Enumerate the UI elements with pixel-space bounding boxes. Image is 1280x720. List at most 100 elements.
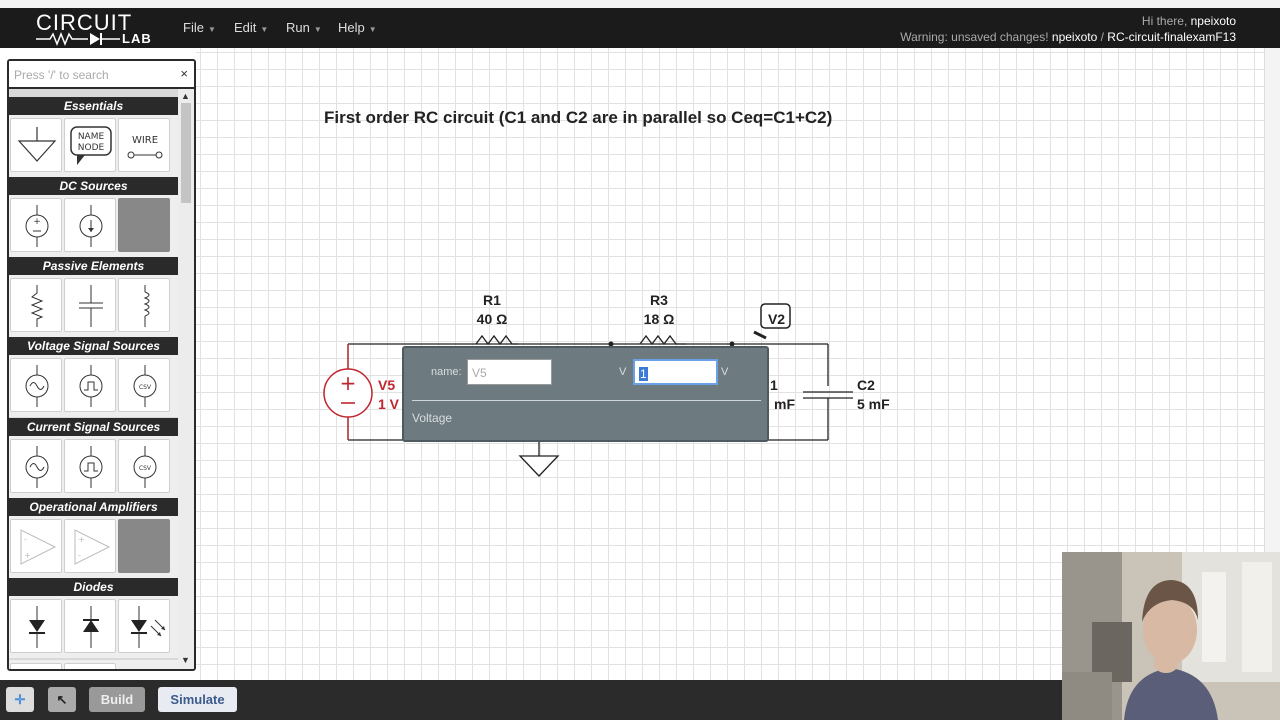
scrollbar-thumb[interactable] <box>181 103 191 203</box>
owner-link[interactable]: npeixoto <box>1051 30 1098 44</box>
ground-icon[interactable] <box>10 118 62 172</box>
menu-run-label: Run <box>286 20 310 35</box>
simulate-button[interactable]: Simulate <box>158 687 237 712</box>
path-separator: / <box>1100 30 1104 44</box>
value-prefix-label: V <box>619 366 627 378</box>
v5-value[interactable]: 1 V <box>378 396 400 412</box>
search-input[interactable]: Press '/' to search <box>14 68 109 82</box>
category-title: Current Signal Sources <box>9 418 178 436</box>
category-row-passive <box>9 275 178 337</box>
category-title: Essentials <box>9 97 178 115</box>
opamp-alt-icon[interactable]: +- <box>64 519 116 573</box>
sine-current-source-icon[interactable] <box>10 439 62 493</box>
menu-edit[interactable]: Edit▼ <box>234 20 268 35</box>
probe-v2-label[interactable]: V2 <box>767 311 786 327</box>
wire-icon[interactable]: WIRE <box>118 118 170 172</box>
value-unit-label: V <box>721 366 729 378</box>
empty-slot <box>118 198 170 252</box>
category-row-opamps: -+ +- <box>9 516 178 578</box>
svg-text:NODE: NODE <box>78 143 105 153</box>
component-name-input[interactable]: V5 <box>467 359 552 385</box>
header-user-info: Hi there, npeixoto Warning: unsaved chan… <box>900 13 1236 45</box>
svg-text:-: - <box>78 551 81 560</box>
svg-text:CSV: CSV <box>139 465 152 472</box>
c2-name[interactable]: C2 <box>857 377 875 393</box>
build-button[interactable]: Build <box>89 687 145 712</box>
ground-icon[interactable] <box>518 455 560 477</box>
webcam-video-image <box>1062 552 1280 720</box>
r3-value[interactable]: 18 Ω <box>643 311 675 327</box>
category-title: Voltage Signal Sources <box>9 337 178 355</box>
category-row-diodes <box>9 596 178 658</box>
menu-run[interactable]: Run▼ <box>286 20 322 35</box>
scroll-down-icon[interactable]: ▼ <box>181 655 190 665</box>
name-field-label: name: <box>431 366 462 378</box>
sine-voltage-source-icon[interactable] <box>10 358 62 412</box>
category-row-dc-sources: + <box>9 195 178 257</box>
category-title: DC Sources <box>9 177 178 195</box>
inductor-icon[interactable] <box>118 278 170 332</box>
scroll-up-icon[interactable]: ▲ <box>181 91 190 101</box>
logo-resistor-icon <box>36 32 120 46</box>
opamp-icon[interactable]: -+ <box>10 519 62 573</box>
svg-text:+: + <box>340 371 357 395</box>
r3-resistor[interactable] <box>639 334 686 346</box>
resistor-icon[interactable] <box>10 278 62 332</box>
menu-help[interactable]: Help▼ <box>338 20 377 35</box>
popup-category: Voltage <box>412 411 453 425</box>
menu-file-label: File <box>183 20 204 35</box>
probe-stem <box>753 330 767 340</box>
diode-icon[interactable] <box>10 663 62 669</box>
caret-down-icon: ▼ <box>368 25 377 34</box>
dc-voltage-source-icon[interactable]: + <box>10 198 62 252</box>
top-strip <box>0 0 1280 8</box>
category-title: Diodes <box>9 578 178 596</box>
circuit-title-text[interactable]: First order RC circuit (C1 and C2 are in… <box>324 108 833 127</box>
v5-name[interactable]: V5 <box>378 377 396 393</box>
svg-text:+: + <box>24 551 31 560</box>
caret-down-icon: ▼ <box>313 25 322 34</box>
led-icon[interactable] <box>118 599 170 653</box>
square-voltage-source-icon[interactable] <box>64 358 116 412</box>
circuitlab-logo[interactable]: CIRCUIT LAB <box>36 10 166 46</box>
search-box[interactable]: Press '/' to search × <box>9 61 194 89</box>
circuit-name-link[interactable]: RC-circuit-finalexamF13 <box>1107 30 1236 44</box>
voltage-value-input[interactable]: 1 <box>633 359 718 385</box>
capacitor-icon[interactable] <box>64 278 116 332</box>
diode-icon[interactable] <box>10 599 62 653</box>
csv-voltage-source-icon[interactable]: CSV <box>118 358 170 412</box>
canvas-scrollbar[interactable] <box>1264 48 1280 680</box>
app-header: CIRCUIT LAB File▼ Edit▼ Run▼ Help▼ Hi th… <box>0 8 1280 48</box>
diode-icon[interactable] <box>64 663 116 669</box>
svg-text:+: + <box>78 535 85 544</box>
probe-v2-box[interactable] <box>760 303 791 329</box>
menu-file[interactable]: File▼ <box>183 20 216 35</box>
svg-text:CSV: CSV <box>139 384 152 391</box>
move-tool-icon[interactable]: ✛ <box>6 687 34 712</box>
logo-text-top: CIRCUIT <box>36 10 133 35</box>
sidebar-scrollbar[interactable]: ▲ ▼ <box>178 89 194 669</box>
r1-name[interactable]: R1 <box>483 292 501 308</box>
component-name-value: V5 <box>472 366 487 380</box>
close-icon[interactable]: × <box>180 66 188 81</box>
category-title: Operational Amplifiers <box>9 498 178 516</box>
empty-slot <box>118 519 170 573</box>
r1-resistor[interactable] <box>475 334 518 346</box>
select-tool-icon[interactable]: ↖ <box>48 687 76 712</box>
square-current-source-icon[interactable] <box>64 439 116 493</box>
dc-current-source-icon[interactable] <box>64 198 116 252</box>
category-title: Passive Elements <box>9 257 178 275</box>
junction-dot <box>608 341 614 347</box>
r1-value[interactable]: 40 Ω <box>476 311 508 327</box>
c1-value-partial[interactable]: mF <box>774 396 795 412</box>
username-link[interactable]: npeixoto <box>1190 14 1236 28</box>
r3-name[interactable]: R3 <box>650 292 668 308</box>
c1-name-partial[interactable]: 1 <box>770 377 778 393</box>
caret-down-icon: ▼ <box>260 25 269 34</box>
c2-value[interactable]: 5 mF <box>857 396 890 412</box>
zener-diode-icon[interactable] <box>64 599 116 653</box>
webcam-overlay <box>1062 552 1280 720</box>
csv-current-source-icon[interactable]: CSV <box>118 439 170 493</box>
